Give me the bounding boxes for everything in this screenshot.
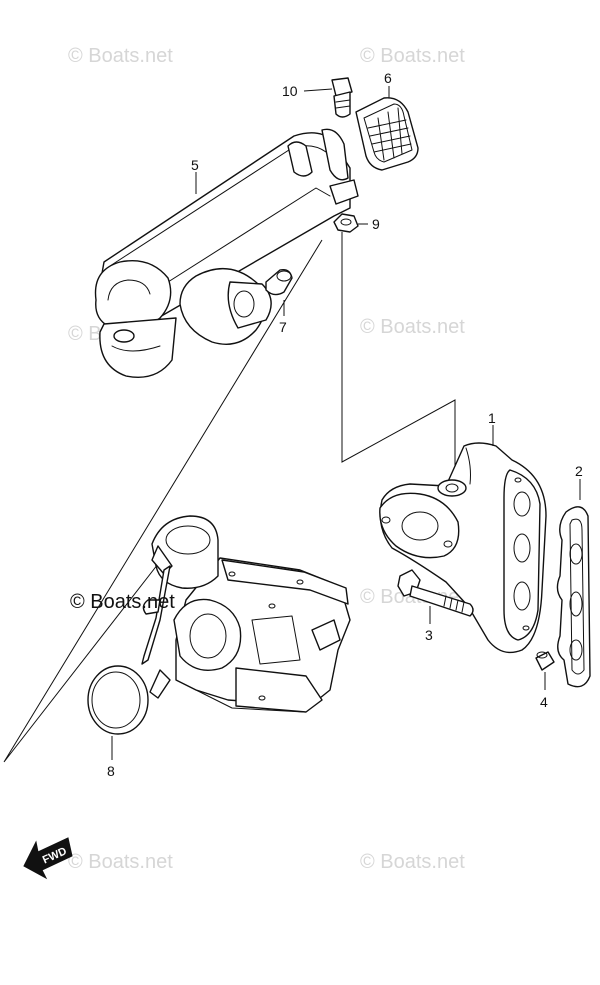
watermark: © Boats.net — [360, 316, 465, 338]
part-bolt-3 — [397, 569, 474, 624]
callout-8: 8 — [107, 763, 115, 779]
assembly-outline — [3, 232, 456, 763]
callout-5: 5 — [191, 157, 199, 173]
part-bolt-10 — [303, 77, 353, 118]
callouts: 1 2 3 4 5 6 7 8 9 10 — [107, 70, 583, 779]
fwd-arrow-icon: FWD — [23, 837, 73, 880]
callout-1: 1 — [488, 410, 496, 426]
part-intake-silencer — [94, 128, 359, 378]
watermark-group: © Boats.net © Boats.net © Boats.net © Bo… — [68, 45, 465, 873]
part-pin-4 — [535, 651, 555, 690]
part-filter-screen — [355, 86, 419, 171]
part-gasket — [556, 479, 591, 688]
callout-9: 9 — [372, 216, 380, 232]
watermark: © Boats.net — [360, 851, 465, 873]
callout-4: 4 — [540, 694, 548, 710]
part-pipe — [265, 268, 293, 316]
watermark: © Boats.net — [68, 45, 173, 67]
watermark-main: © Boats.net — [70, 591, 175, 613]
callout-7: 7 — [279, 319, 287, 335]
callout-10: 10 — [282, 83, 298, 99]
callout-2: 2 — [575, 463, 583, 479]
part-carburetor — [141, 515, 351, 713]
part-o-ring — [87, 665, 149, 760]
callout-6: 6 — [384, 70, 392, 86]
part-nut-9 — [333, 213, 368, 233]
callout-3: 3 — [425, 627, 433, 643]
part-intake-manifold — [379, 425, 547, 654]
watermark: © Boats.net — [360, 45, 465, 67]
watermark: © Boats.net — [68, 851, 173, 873]
mesh-grid — [367, 107, 412, 161]
